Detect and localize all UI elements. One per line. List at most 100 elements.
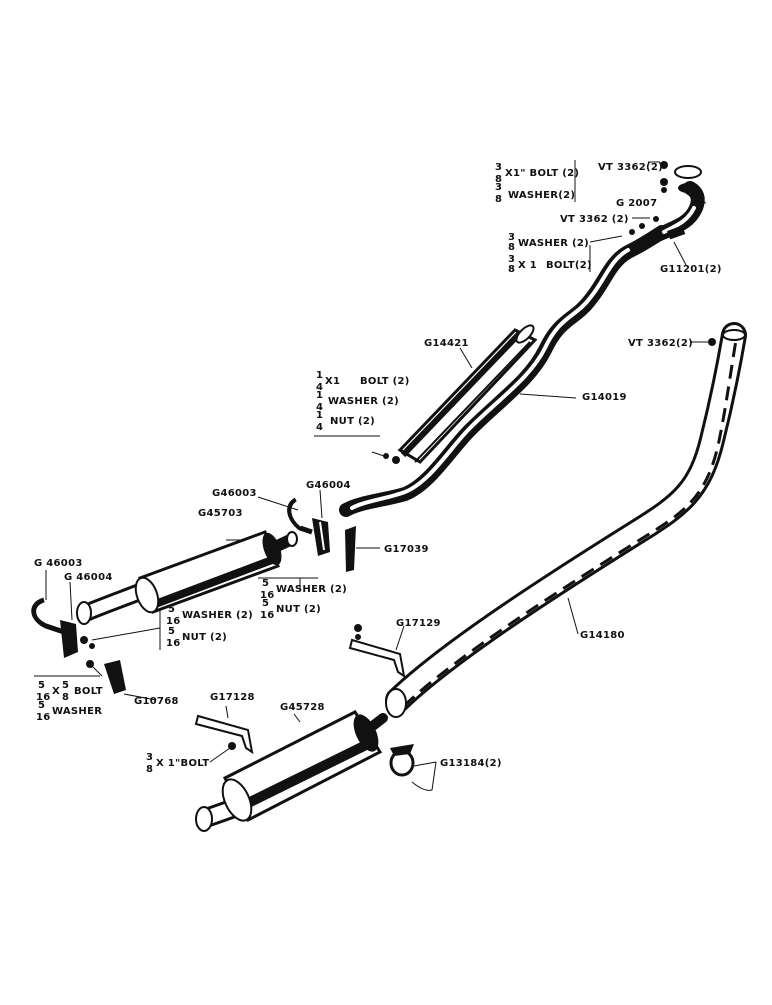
tail-pipe bbox=[385, 322, 747, 718]
hanger-g46003-upper bbox=[287, 497, 313, 535]
svg-text:BOLT(2): BOLT(2) bbox=[546, 260, 592, 271]
svg-text:WASHER(2): WASHER(2) bbox=[508, 190, 575, 201]
svg-text:5: 5 bbox=[38, 700, 45, 711]
svg-text:X1" BOLT (2): X1" BOLT (2) bbox=[505, 168, 579, 179]
tail-pipe-inlet bbox=[385, 688, 407, 718]
svg-text:5: 5 bbox=[38, 680, 45, 691]
label-bolt-3-8-x1: 3 8 X1" BOLT (2) bbox=[495, 162, 579, 185]
bracket-g46004-upper bbox=[312, 518, 330, 556]
svg-text:3: 3 bbox=[508, 232, 515, 243]
label-g14019: G14019 bbox=[582, 392, 627, 403]
svg-text:16: 16 bbox=[36, 692, 51, 703]
label-washer-5-16-bottom: 5 16 WASHER bbox=[36, 700, 102, 723]
hardware bbox=[80, 161, 716, 750]
leader-lines bbox=[34, 160, 708, 791]
label-washer-5-16-upper: 5 16 WASHER (2) bbox=[260, 578, 347, 601]
label-g17128: G17128 bbox=[210, 692, 255, 703]
svg-text:X: X bbox=[52, 686, 60, 697]
svg-text:8: 8 bbox=[508, 242, 515, 253]
bracket-g17128 bbox=[194, 714, 254, 755]
svg-text:NUT (2): NUT (2) bbox=[330, 416, 375, 427]
manifold-elbow bbox=[653, 165, 705, 241]
svg-text:5: 5 bbox=[62, 680, 69, 691]
label-g17129: G17129 bbox=[396, 618, 441, 629]
svg-text:3: 3 bbox=[146, 752, 153, 763]
svg-text:4: 4 bbox=[316, 402, 323, 413]
label-g17039: G17039 bbox=[384, 544, 429, 555]
svg-text:8: 8 bbox=[146, 764, 153, 775]
svg-text:WASHER (2): WASHER (2) bbox=[518, 238, 589, 249]
svg-text:WASHER (2): WASHER (2) bbox=[182, 610, 253, 621]
label-bolt-3-8-x1-bottom: 3 8 X 1"BOLT bbox=[146, 752, 209, 775]
svg-text:WASHER (2): WASHER (2) bbox=[328, 396, 399, 407]
svg-text:1: 1 bbox=[316, 370, 323, 381]
label-g2007: G 2007 bbox=[616, 198, 657, 209]
svg-text:8: 8 bbox=[62, 692, 69, 703]
svg-text:X1: X1 bbox=[325, 376, 340, 387]
svg-text:3: 3 bbox=[495, 162, 502, 173]
label-g14180: G14180 bbox=[580, 630, 625, 641]
label-g45728: G45728 bbox=[280, 702, 325, 713]
svg-text:16: 16 bbox=[260, 590, 275, 601]
label-bolt-5-16: 5 16 X 5 8 BOLT bbox=[36, 680, 103, 703]
label-g46004-lower: G 46004 bbox=[64, 572, 113, 583]
svg-text:8: 8 bbox=[495, 174, 502, 185]
label-washer-1-4: 1 4 WASHER (2) bbox=[316, 390, 399, 413]
label-g13184: G13184(2) bbox=[440, 758, 502, 769]
svg-text:4: 4 bbox=[316, 422, 323, 433]
svg-text:WASHER (2): WASHER (2) bbox=[276, 584, 347, 595]
svg-text:8: 8 bbox=[508, 264, 515, 275]
svg-text:X 1"BOLT: X 1"BOLT bbox=[156, 758, 209, 769]
svg-text:16: 16 bbox=[166, 638, 181, 649]
label-vt3362-top: VT 3362(2) bbox=[598, 162, 663, 173]
heat-shield bbox=[397, 324, 538, 464]
muffler-lower bbox=[195, 710, 388, 832]
label-washer-3-8-top: 3 8 WASHER(2) bbox=[495, 182, 575, 205]
label-g14421: G14421 bbox=[424, 338, 469, 349]
svg-text:5: 5 bbox=[262, 598, 269, 609]
label-g10768: G10768 bbox=[134, 696, 179, 707]
svg-text:5: 5 bbox=[262, 578, 269, 589]
label-vt3362-mid: VT 3362 (2) bbox=[560, 214, 629, 225]
label-bolt-3-8-x1-1-2: 3 8 X 1 BOLT(2) bbox=[508, 254, 592, 275]
label-nut-5-16-upper: 5 16 NUT (2) bbox=[260, 598, 321, 621]
svg-text:NUT (2): NUT (2) bbox=[276, 604, 321, 615]
label-g45703: G45703 bbox=[198, 508, 243, 519]
svg-text:BOLT: BOLT bbox=[74, 686, 103, 697]
svg-text:BOLT (2): BOLT (2) bbox=[360, 376, 410, 387]
label-nut-1-4: 1 4 NUT (2) bbox=[316, 410, 375, 433]
label-washer-3-8-mid: 3 8 WASHER (2) bbox=[508, 232, 589, 253]
label-g46004-upper: G46004 bbox=[306, 480, 351, 491]
svg-text:1: 1 bbox=[316, 410, 323, 421]
flange-gasket-top bbox=[674, 165, 702, 179]
front-exhaust-pipe bbox=[339, 225, 669, 517]
flange-gasket bbox=[678, 183, 698, 193]
svg-text:4: 4 bbox=[316, 382, 323, 393]
label-vt3362-right: VT 3362(2) bbox=[628, 338, 693, 349]
svg-text:5: 5 bbox=[168, 626, 175, 637]
svg-text:3: 3 bbox=[508, 254, 515, 265]
bracket-g17039 bbox=[345, 526, 356, 572]
label-g11201: G11201(2) bbox=[660, 264, 722, 275]
svg-text:16: 16 bbox=[260, 610, 275, 621]
svg-text:WASHER: WASHER bbox=[52, 706, 102, 717]
bracket-g17129 bbox=[348, 624, 406, 679]
label-bolt-1-4: 1 4 X1 BOLT (2) bbox=[316, 370, 410, 393]
label-g46003-upper: G46003 bbox=[212, 488, 257, 499]
svg-text:5: 5 bbox=[168, 604, 175, 615]
tail-pipe-flange bbox=[722, 329, 746, 341]
muffler-upper bbox=[76, 530, 298, 625]
bracket-g10768 bbox=[104, 660, 126, 694]
pipe-clamp-g11201 bbox=[667, 225, 686, 240]
svg-text:8: 8 bbox=[495, 194, 502, 205]
svg-text:NUT (2): NUT (2) bbox=[182, 632, 227, 643]
svg-text:3: 3 bbox=[495, 182, 502, 193]
bracket-g46004-lower bbox=[60, 620, 78, 658]
hanger-g46003-lower bbox=[31, 597, 65, 635]
label-g46003-lower: G 46003 bbox=[34, 558, 83, 569]
svg-text:16: 16 bbox=[36, 712, 51, 723]
svg-text:X 1: X 1 bbox=[518, 260, 537, 271]
clamp-g13184 bbox=[389, 744, 415, 777]
